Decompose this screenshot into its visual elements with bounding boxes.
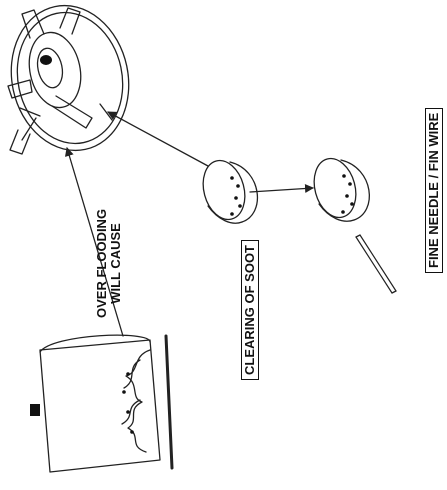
over-flooding-line2: WILL CAUSE [108,223,123,304]
burner-pan-support [7,4,130,155]
fine-needle [355,234,397,294]
clearing-of-soot-label: CLEARING OF SOOT [241,240,259,380]
fine-needle-label: FINE NEEDLE / FIN WIRE [425,107,443,273]
arrow-support-to-cap [107,111,209,167]
over-flooding-line1: OVER FLOODING [94,208,109,318]
burner-cap-1 [202,159,259,224]
over-flooding-label: OVER FLOODING WILL CAUSE [94,208,123,318]
cooking-pot [30,334,174,473]
arrow-cap-to-cap [249,184,314,193]
arrow-pot-to-burner [64,147,124,337]
burner-cap-2 [313,157,370,222]
